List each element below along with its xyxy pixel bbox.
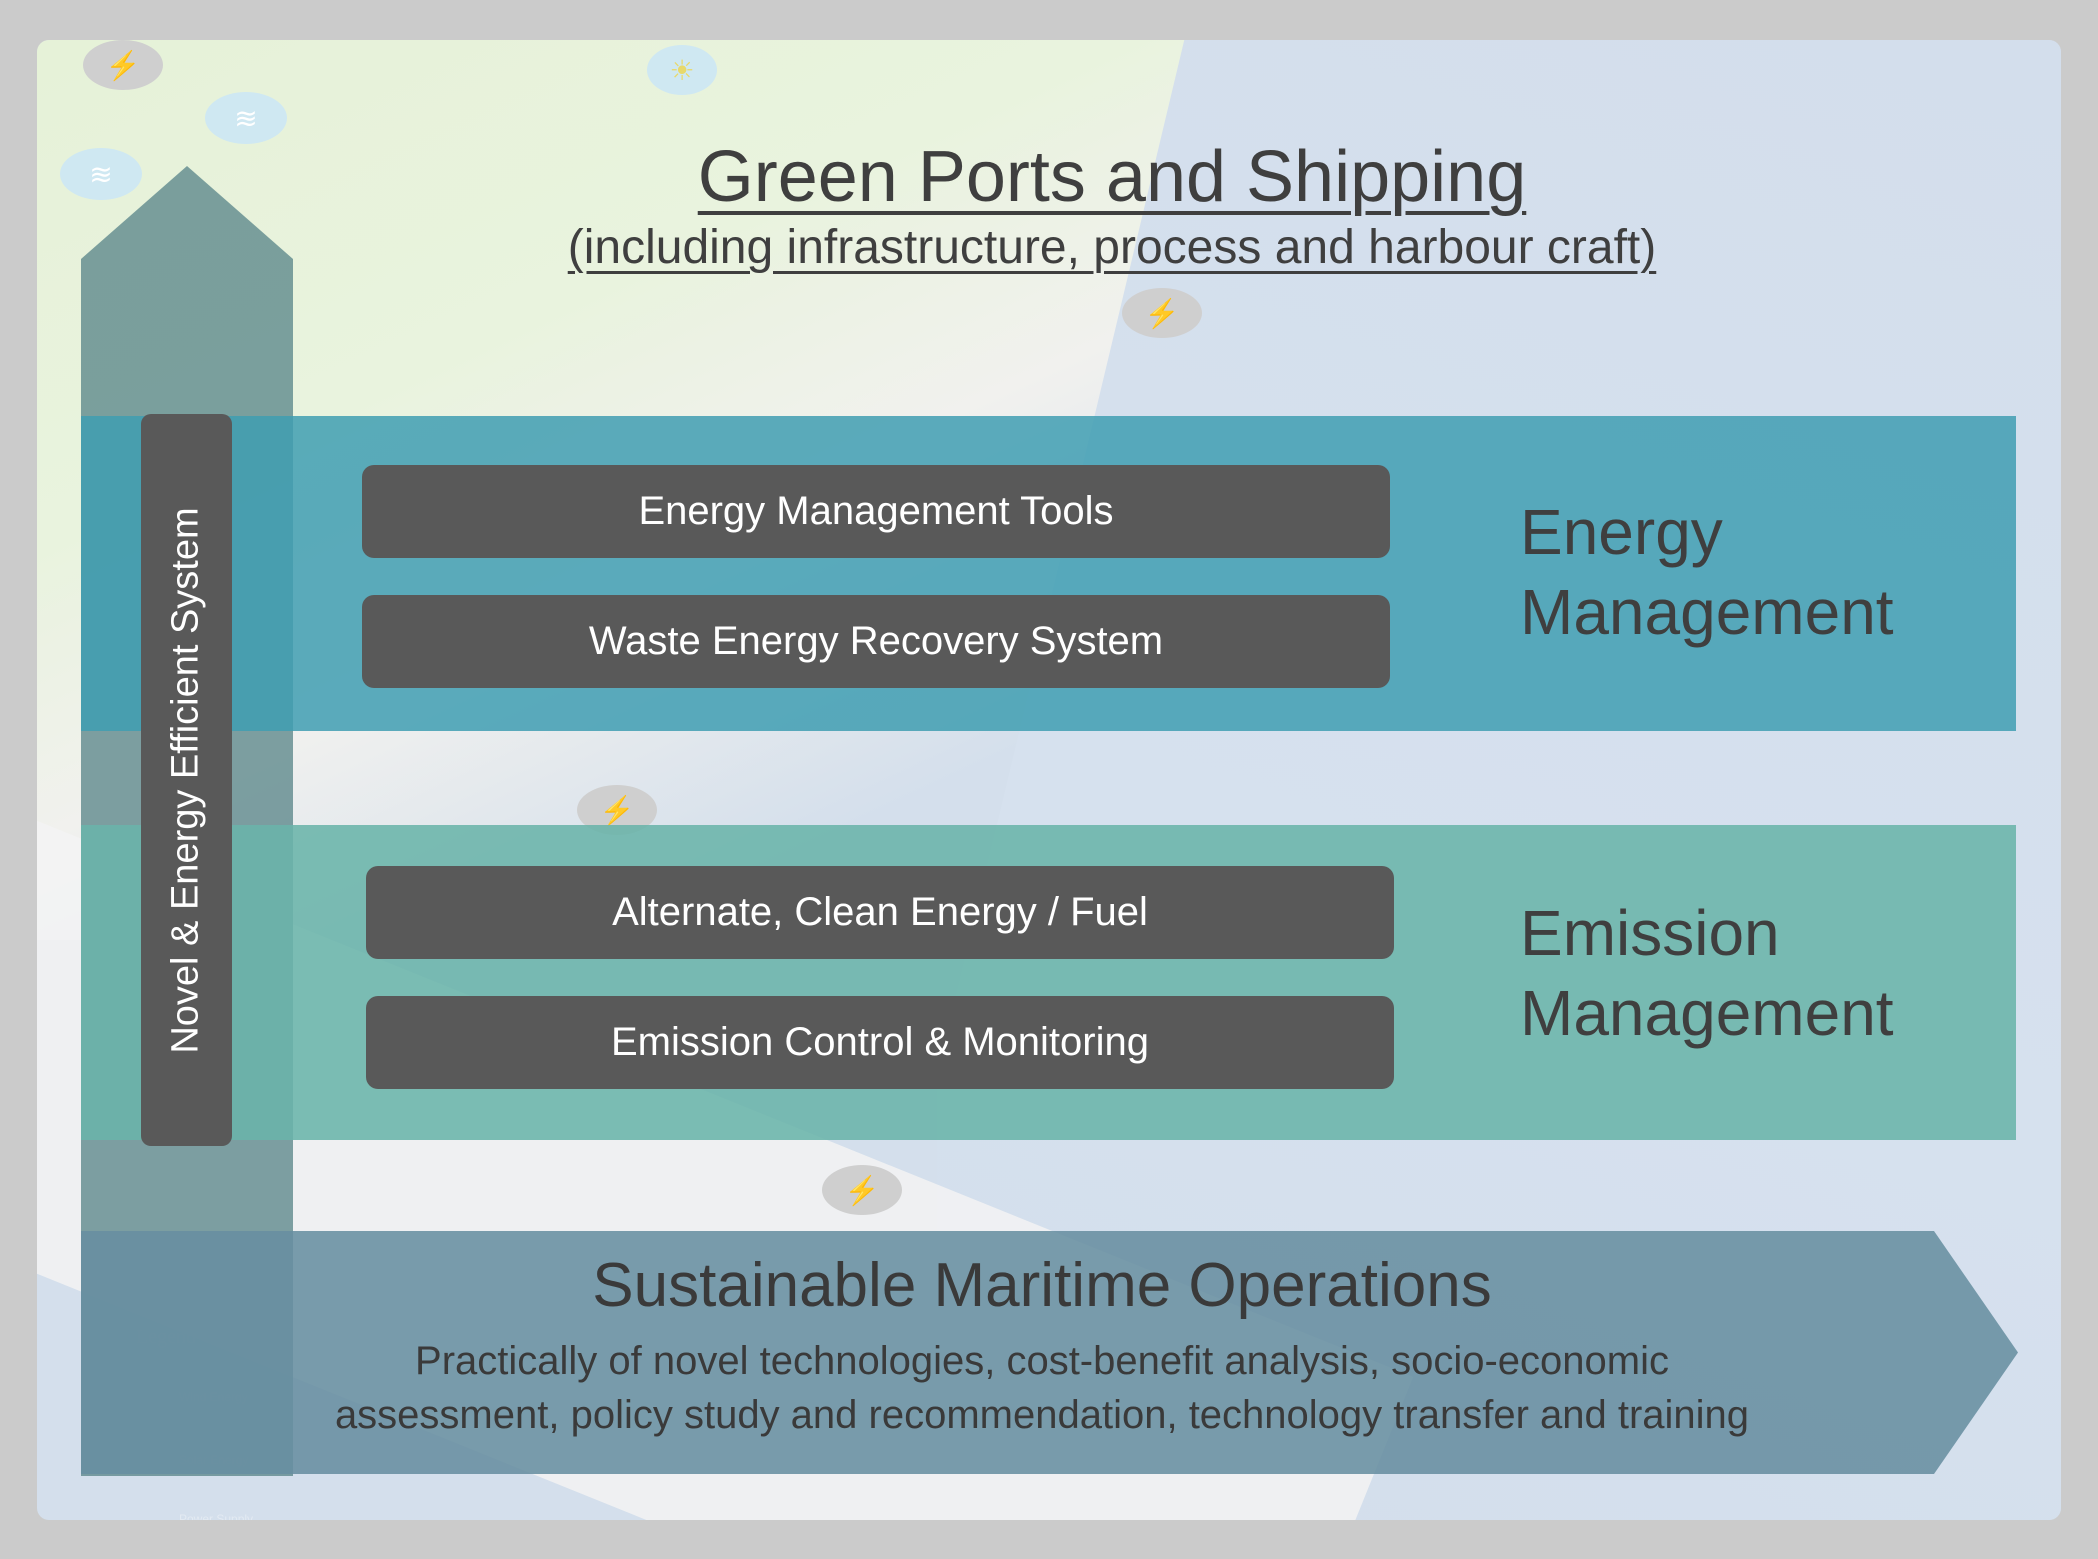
label-line: Energy (1520, 496, 1723, 568)
power-supply-icon: ⚡ (822, 1165, 902, 1215)
operations-description: Practically of novel technologies, cost-… (0, 1334, 2084, 1442)
power-supply-icon: ⚡ (83, 40, 163, 90)
emission-management-label: Emission Management (1520, 893, 1894, 1053)
page-subtitle: (including infrastructure, process and h… (567, 221, 1657, 274)
box-label: Alternate, Clean Energy / Fuel (612, 890, 1148, 934)
box-label: Emission Control & Monitoring (611, 1020, 1149, 1064)
horizontal-right-arrow (81, 1231, 2018, 1474)
energy-management-tools-box: Energy Management Tools (362, 465, 1390, 558)
box-label: Energy Management Tools (638, 489, 1114, 533)
box-label: Waste Energy Recovery System (588, 619, 1164, 663)
energy-management-label: Energy Management (1520, 492, 1894, 652)
solar-energy-icon: ☀ (647, 45, 717, 95)
waste-energy-recovery-box: Waste Energy Recovery System (362, 595, 1390, 688)
novel-energy-efficient-system-bar: Novel & Energy Efficient System (141, 414, 232, 1146)
description-line: assessment, policy study and recommendat… (334, 1393, 1750, 1437)
vertical-axis-label: Novel & Energy Efficient System (165, 506, 207, 1054)
page-title: Green Ports and Shipping (697, 137, 1527, 217)
label-line: Management (1520, 977, 1894, 1049)
alternate-clean-energy-box: Alternate, Clean Energy / Fuel (366, 866, 1394, 959)
emission-control-monitoring-box: Emission Control & Monitoring (366, 996, 1394, 1089)
description-line: Practically of novel technologies, cost-… (415, 1339, 1669, 1383)
legend-item: Power Supply (179, 1512, 254, 1520)
label-line: Emission (1520, 897, 1780, 969)
wind-energy-icon: ≋ (205, 92, 287, 144)
label-line: Management (1520, 576, 1894, 648)
wind-energy-icon: ≋ (60, 148, 142, 200)
power-supply-icon: ⚡ (1122, 288, 1202, 338)
operations-title: Sustainable Maritime Operations (592, 1251, 1492, 1320)
